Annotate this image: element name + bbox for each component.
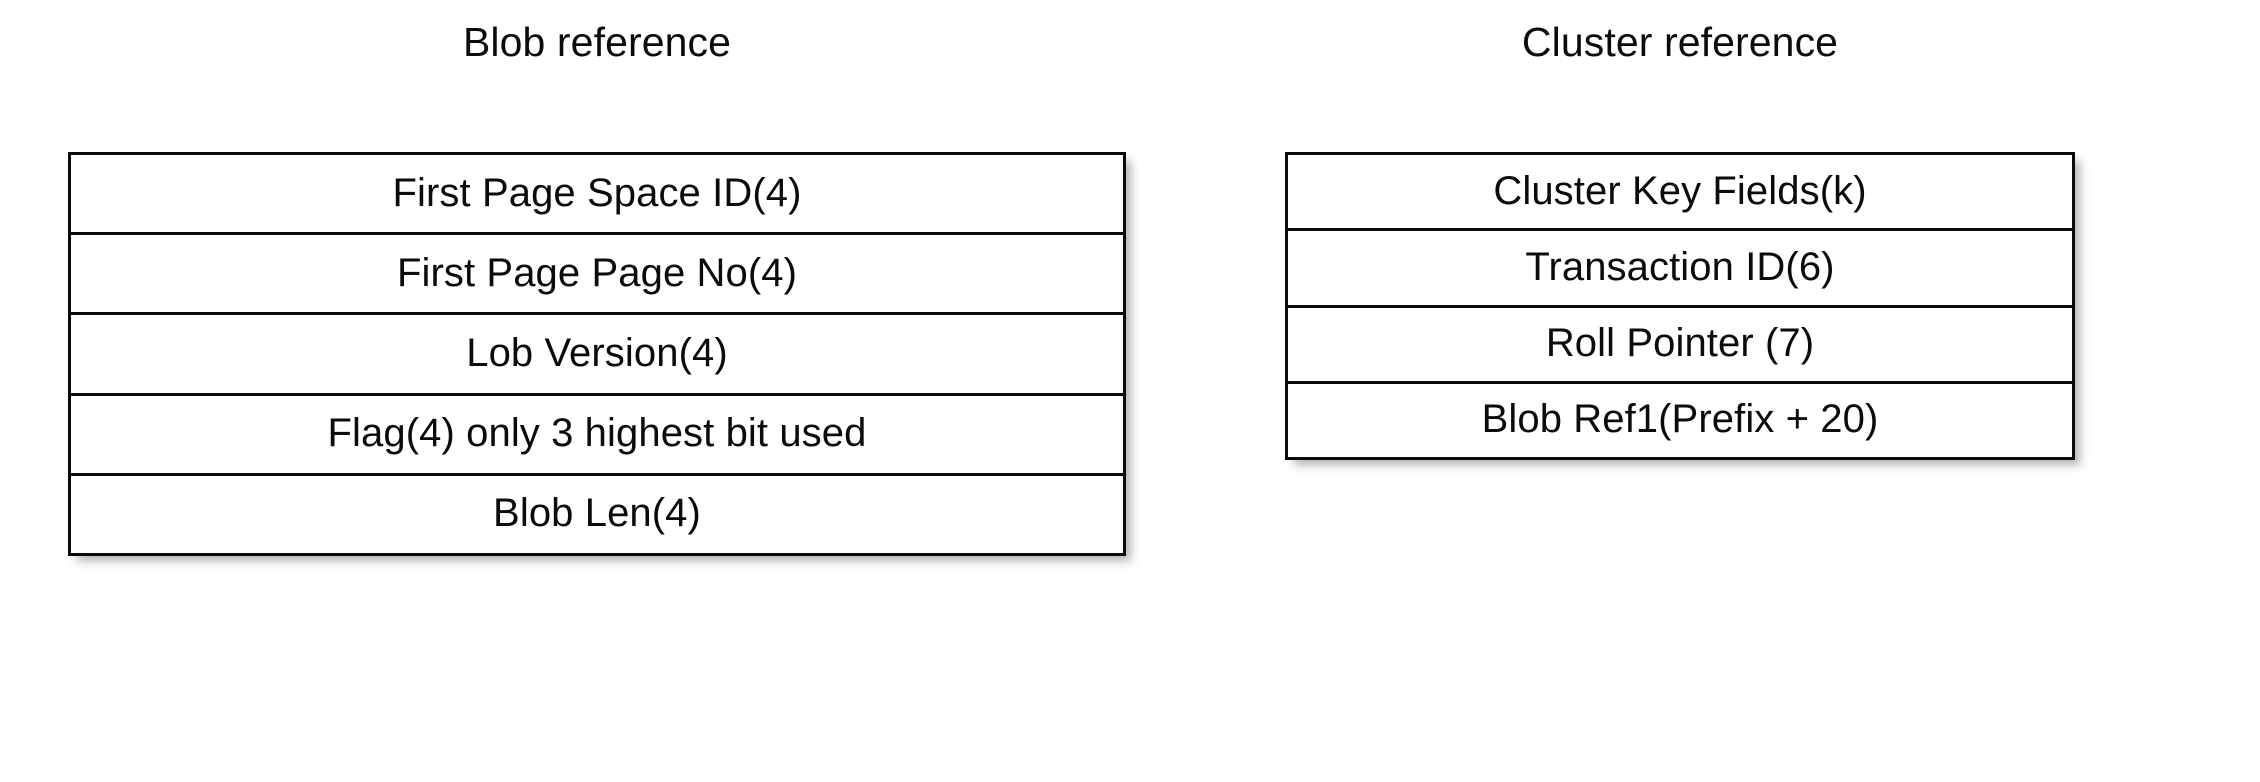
field-row: Roll Pointer (7)	[1288, 307, 2072, 384]
field-label: First Page Space ID(4)	[392, 170, 802, 215]
field-row: Cluster Key Fields(k)	[1288, 155, 2072, 232]
field-label: Blob Len(4)	[493, 491, 701, 536]
field-row: Transaction ID(6)	[1288, 231, 2072, 308]
field-label: Flag(4) only 3 highest bit used	[327, 411, 867, 456]
field-label: Lob Version(4)	[466, 331, 728, 375]
field-label: Transaction ID(6)	[1525, 244, 1835, 289]
field-row: Lob Version(4)	[71, 315, 1123, 396]
diagram-title-cluster-reference: Cluster reference	[1521, 19, 1839, 65]
field-label: First Page Page No(4)	[396, 250, 798, 295]
field-row: Blob Len(4)	[71, 475, 1123, 554]
field-row: Flag(4) only 3 highest bit used	[71, 395, 1123, 476]
field-row: Blob Ref1(Prefix + 20)	[1288, 383, 2072, 457]
diagram-title-blob-reference: Blob reference	[462, 19, 732, 65]
field-row: First Page Page No(4)	[71, 235, 1123, 316]
field-label: Blob Ref1(Prefix + 20)	[1481, 397, 1879, 442]
field-table-cluster-reference: Cluster Key Fields(k) Transaction ID(6) …	[1285, 152, 2075, 460]
field-label: Roll Pointer (7)	[1545, 321, 1815, 366]
field-row: First Page Space ID(4)	[71, 155, 1123, 236]
field-table-blob-reference: First Page Space ID(4) First Page Page N…	[68, 152, 1126, 556]
field-label: Cluster Key Fields(k)	[1493, 168, 1867, 213]
